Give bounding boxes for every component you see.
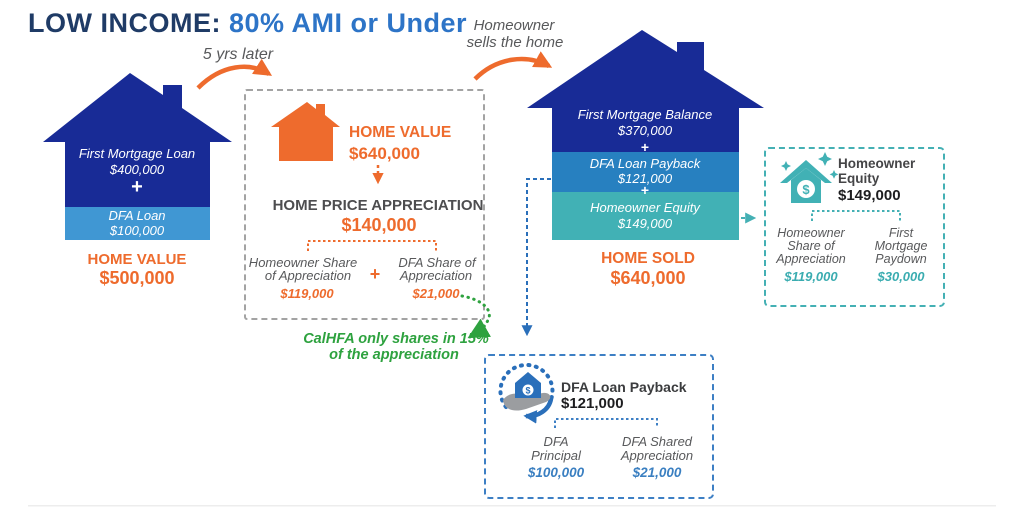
dfa-payback-connector bbox=[521, 178, 551, 337]
right-house-payback-value: $121,000 bbox=[617, 171, 673, 186]
mid-plus: + bbox=[369, 264, 381, 284]
payback-right-label-line2: Appreciation bbox=[620, 448, 694, 463]
dfa-share-value: $21,000 bbox=[412, 286, 460, 301]
page-edge-line bbox=[28, 505, 996, 507]
left-house-dfa-label: DFA Loan bbox=[108, 208, 166, 223]
homeowner-share-value: $119,000 bbox=[280, 286, 334, 301]
five-years-label: 5 yrs later bbox=[202, 46, 274, 63]
mid-home-value-label: HOME VALUE bbox=[349, 124, 452, 141]
homeowner-share-label-line1: Homeowner Share bbox=[248, 255, 358, 270]
equity-right-label-line3: Paydown bbox=[875, 252, 927, 266]
equity-left-value: $119,000 bbox=[784, 269, 838, 284]
mid-home-value: $640,000 bbox=[349, 144, 420, 163]
equity-box-value: $149,000 bbox=[838, 187, 901, 204]
five-years-arrow bbox=[196, 58, 273, 90]
left-house-mortgage-value: $400,000 bbox=[109, 162, 165, 177]
sells-home-arrow bbox=[473, 51, 553, 81]
payback-left-label-line1: DFA bbox=[543, 434, 569, 449]
equity-left-label-line1: Homeowner bbox=[777, 226, 845, 240]
right-house-plus-2: + bbox=[640, 182, 650, 198]
dfa-share-label-line1: DFA Share of bbox=[398, 255, 476, 270]
calhfa-note-line2: of the appreciation bbox=[329, 347, 459, 363]
equity-right-value: $30,000 bbox=[877, 269, 925, 284]
payback-left-label-line2: Principal bbox=[531, 448, 581, 463]
right-house-balance-value: $370,000 bbox=[617, 123, 673, 138]
left-house-dfa-value: $100,000 bbox=[109, 223, 165, 238]
right-house-caption: HOME SOLD bbox=[601, 250, 695, 267]
payback-left-value: $100,000 bbox=[527, 465, 585, 480]
page-title-prefix: LOW INCOME: bbox=[28, 8, 221, 38]
equity-box-title-line2: Equity bbox=[838, 171, 880, 186]
left-house-mortgage-label: First Mortgage Loan bbox=[78, 146, 196, 161]
left-house-plus: + bbox=[131, 176, 143, 198]
equity-right-label-line2: Mortgage bbox=[874, 239, 928, 253]
equity-right-label-line1: First bbox=[888, 226, 914, 240]
equity-left-label-line3: Appreciation bbox=[776, 252, 846, 266]
left-house-caption-value: $500,000 bbox=[99, 268, 175, 288]
page-title: LOW INCOME: 80% AMI or Under bbox=[28, 8, 467, 39]
right-house-caption-value: $640,000 bbox=[610, 268, 686, 288]
homeowner-equity-box bbox=[764, 147, 945, 307]
calhfa-note-line1: CalHFA only shares in 15% bbox=[303, 331, 489, 347]
sells-home-label-line1: Homeowner bbox=[473, 17, 555, 34]
right-house-equity-value: $149,000 bbox=[617, 216, 673, 231]
right-house-balance-label: First Mortgage Balance bbox=[577, 107, 713, 122]
mid-appreciation-label: HOME PRICE APPRECIATION bbox=[272, 197, 484, 214]
sells-home-label-line2: sells the home bbox=[466, 34, 564, 51]
appreciation-box bbox=[244, 89, 485, 320]
left-house-caption: HOME VALUE bbox=[87, 251, 187, 268]
dfa-payback-box bbox=[484, 354, 714, 499]
payback-box-value: $121,000 bbox=[561, 395, 624, 412]
payback-right-value: $21,000 bbox=[632, 465, 682, 480]
payback-box-title: DFA Loan Payback bbox=[561, 379, 687, 395]
right-house-equity-label: Homeowner Equity bbox=[590, 200, 700, 215]
homeowner-share-label-line2: of Appreciation bbox=[264, 268, 352, 283]
mid-appreciation-value: $140,000 bbox=[341, 215, 417, 235]
payback-right-label-line1: DFA Shared bbox=[621, 434, 693, 449]
page-title-suffix: 80% AMI or Under bbox=[229, 8, 468, 38]
right-house-plus-1: + bbox=[640, 139, 650, 155]
dfa-share-label-line2: Appreciation bbox=[399, 268, 473, 283]
equity-box-title-line1: Homeowner bbox=[838, 156, 916, 171]
right-house-payback-label: DFA Loan Payback bbox=[589, 156, 701, 171]
equity-left-label-line2: Share of bbox=[787, 239, 835, 253]
